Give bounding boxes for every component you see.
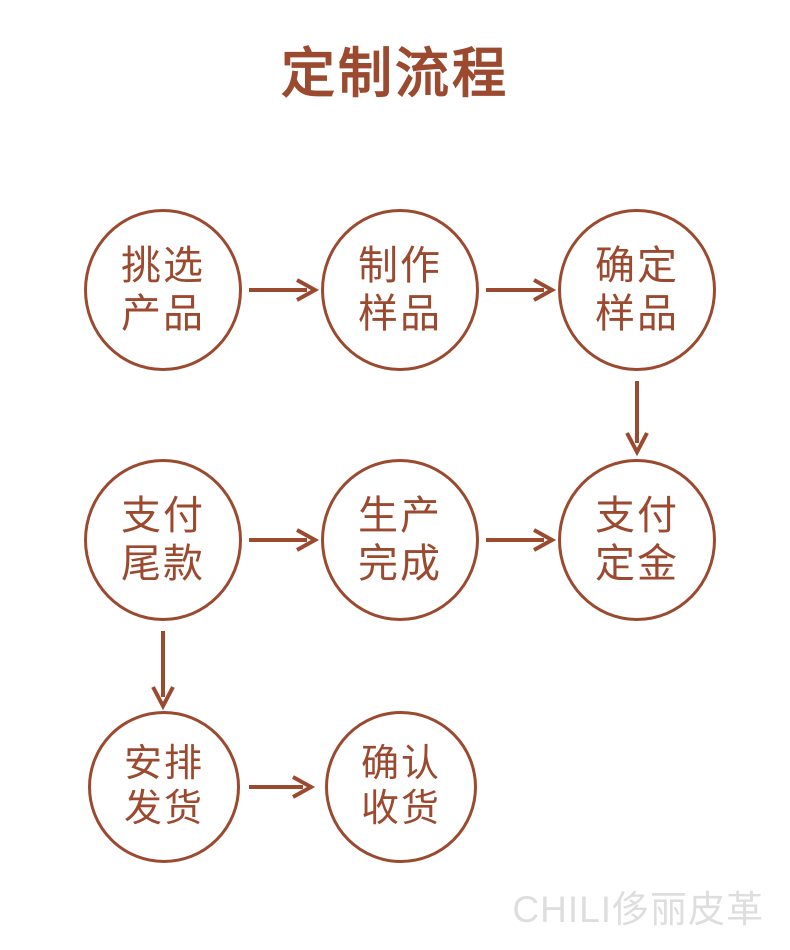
arrow-right-select-to-sample: [249, 276, 320, 304]
flow-node-production-complete[interactable]: 生产 完成: [321, 459, 479, 621]
flow-node-label-line2: 样品: [358, 292, 442, 336]
flow-node-label-line2: 尾款: [121, 542, 205, 586]
flow-node-make-sample[interactable]: 制作 样品: [321, 209, 479, 371]
arrow-down-balance-to-shipping: [149, 631, 177, 711]
flow-node-label-line2: 完成: [358, 542, 442, 586]
arrow-right-sample-to-confirm: [486, 276, 557, 304]
flow-node-label-line1: 确认: [360, 743, 441, 785]
flow-node-confirm-receipt[interactable]: 确认 收货: [325, 711, 477, 863]
flow-node-pay-deposit[interactable]: 支付 定金: [558, 459, 716, 621]
flow-node-label-line2: 样品: [595, 292, 679, 336]
flow-node-label-line1: 支付: [121, 494, 205, 538]
flow-node-label-line2: 收货: [360, 788, 441, 830]
flow-node-label-line2: 发货: [123, 788, 204, 830]
page-title: 定制流程: [281, 44, 509, 104]
flow-node-label-line1: 生产: [358, 494, 442, 538]
flow-node-label-line1: 确定: [595, 244, 679, 288]
arrow-right-production-to-deposit: [486, 526, 557, 554]
arrow-right-shipping-to-receipt: [249, 773, 316, 801]
flow-node-label-line2: 产品: [121, 292, 205, 336]
flow-node-select-product[interactable]: 挑选 产品: [84, 209, 242, 371]
flow-node-label-line2: 定金: [595, 542, 679, 586]
flow-node-pay-balance[interactable]: 支付 尾款: [84, 459, 242, 621]
watermark-brand: CHILI侈丽皮革: [512, 889, 764, 930]
flow-node-arrange-shipping[interactable]: 安排 发货: [88, 711, 240, 863]
flow-node-label-line1: 支付: [595, 494, 679, 538]
flow-node-label-line1: 安排: [123, 743, 204, 785]
flow-node-confirm-sample[interactable]: 确定 样品: [558, 209, 716, 371]
arrow-right-balance-to-production: [249, 526, 320, 554]
arrow-down-confirm-to-deposit: [623, 381, 651, 457]
flow-node-label-line1: 挑选: [121, 244, 205, 288]
flow-node-label-line1: 制作: [358, 244, 442, 288]
